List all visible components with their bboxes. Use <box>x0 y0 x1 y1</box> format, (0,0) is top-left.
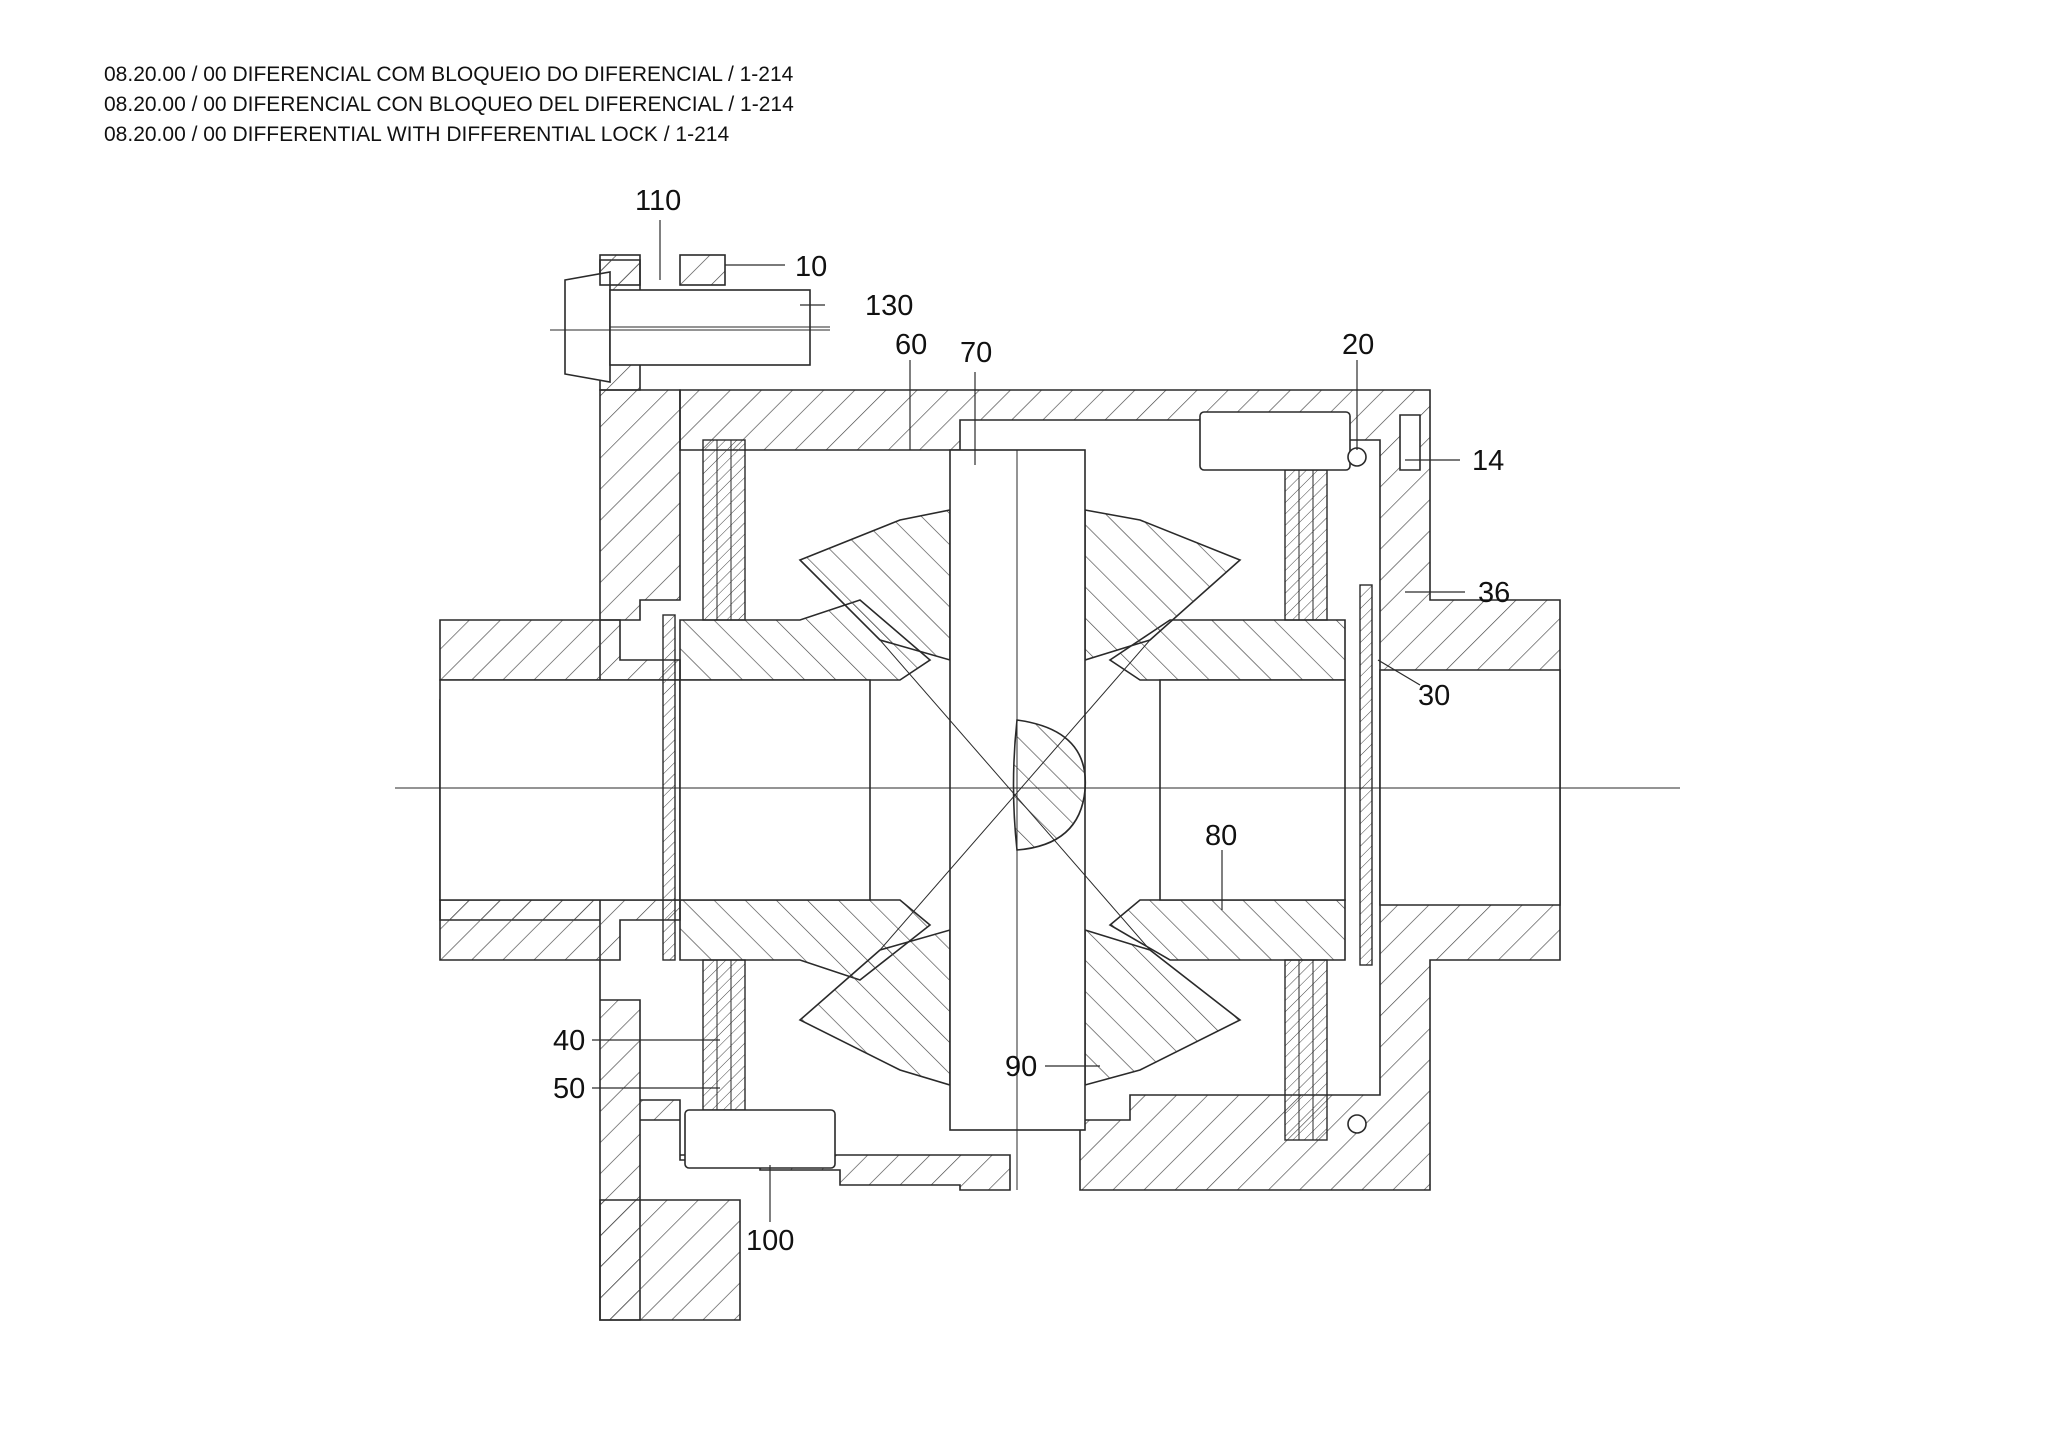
title-english: 08.20.00 / 00 DIFFERENTIAL WITH DIFFEREN… <box>104 123 730 146</box>
callout-36: 36 <box>1478 577 1510 609</box>
callout-14: 14 <box>1472 445 1504 477</box>
callout-50: 50 <box>553 1073 585 1105</box>
callout-30: 30 <box>1418 680 1450 712</box>
callout-100: 100 <box>746 1225 794 1257</box>
callout-60: 60 <box>895 329 927 361</box>
left-hub <box>439 619 681 961</box>
title-portuguese: 08.20.00 / 00 DIFERENCIAL COM BLOQUEIO D… <box>104 63 794 86</box>
callout-10: 10 <box>795 251 827 283</box>
callout-110: 110 <box>635 185 681 217</box>
title-spanish: 08.20.00 / 00 DIFERENCIAL CON BLOQUEO DE… <box>104 93 794 116</box>
callout-labels: 110 10 130 60 70 20 14 36 30 80 40 50 90… <box>553 185 1510 1257</box>
lock-pins <box>684 411 1421 1169</box>
callout-80: 80 <box>1205 820 1237 852</box>
callout-70: 70 <box>960 337 992 369</box>
callout-40: 40 <box>553 1025 585 1057</box>
callout-20: 20 <box>1342 329 1374 361</box>
cross-shaft <box>879 449 1151 1190</box>
drawing-title-block: 08.20.00 / 00 DIFERENCIAL COM BLOQUEIO D… <box>104 60 794 150</box>
callout-130: 130 <box>865 290 913 322</box>
flange-bolt <box>550 254 830 383</box>
leader-lines <box>592 220 1465 1222</box>
callout-90: 90 <box>1005 1051 1037 1083</box>
clutch-packs <box>702 439 1328 1141</box>
